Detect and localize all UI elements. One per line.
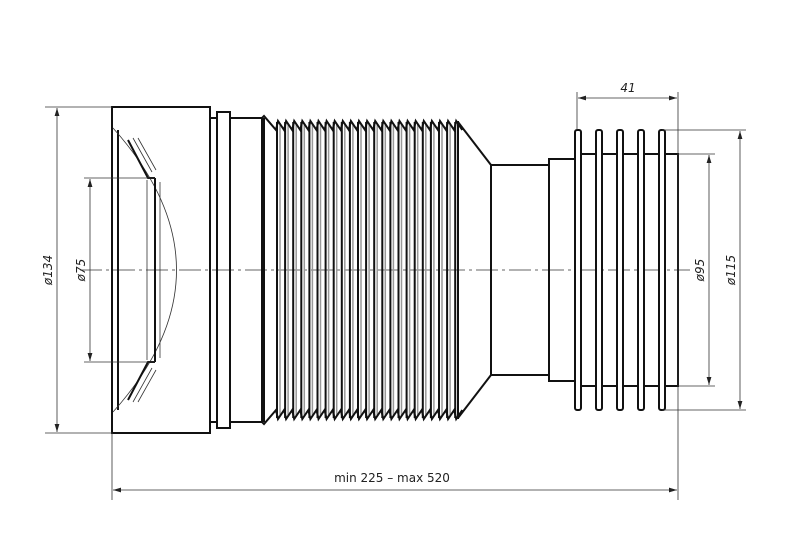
- dim-outlet-length: 41: [620, 81, 635, 95]
- collar: [209, 111, 263, 429]
- sealing-fin: [616, 129, 624, 411]
- sealing-fin: [658, 129, 666, 411]
- sealing-fin: [574, 129, 582, 411]
- dim-length-range: min 225 – max 520: [334, 471, 450, 485]
- sealing-fin: [595, 129, 603, 411]
- dimension-lines: [45, 92, 746, 500]
- corrugated-hose: [261, 114, 464, 426]
- dim-outlet-diameter: ø95: [693, 259, 707, 283]
- inlet-socket: [111, 106, 211, 434]
- dim-fin-diameter: ø115: [724, 255, 738, 286]
- sealing-fin: [637, 129, 645, 411]
- dim-inner-seal: ø75: [74, 259, 88, 283]
- dim-outer-socket: ø134: [41, 255, 55, 286]
- sealing-fins: [574, 129, 666, 411]
